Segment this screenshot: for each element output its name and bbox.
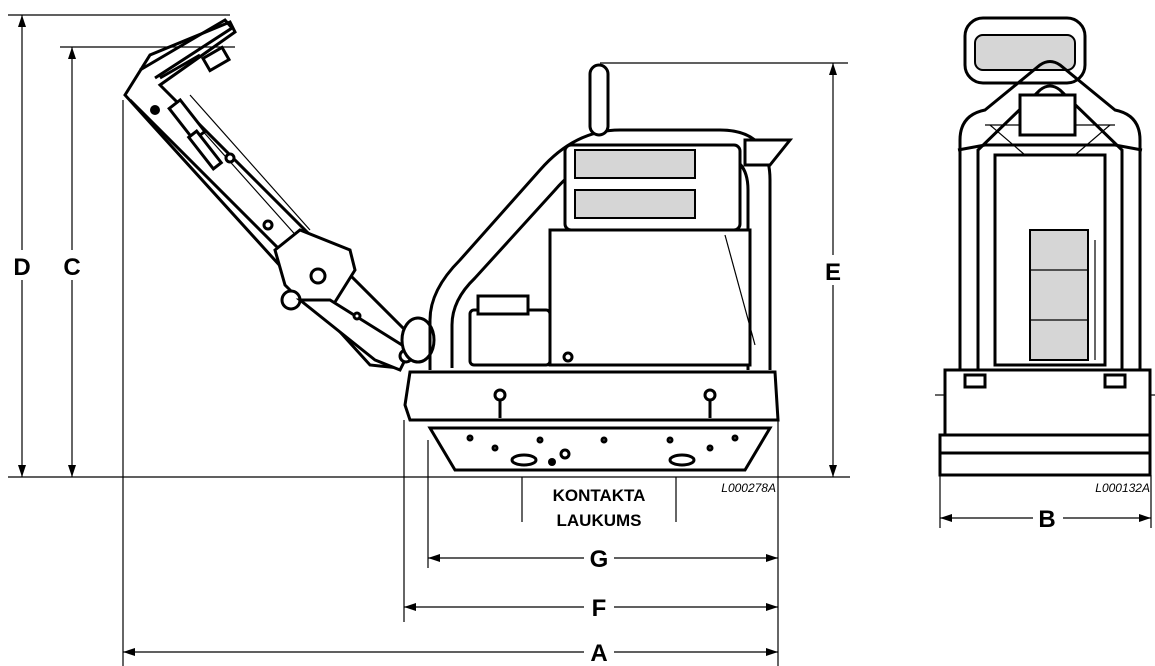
contact-area: KONTAKTA LAUKUMS bbox=[521, 477, 677, 530]
front-view: L000132A B bbox=[935, 16, 1155, 533]
side-view-code: L000278A bbox=[721, 481, 776, 495]
dimension-e: E bbox=[600, 62, 848, 477]
engine bbox=[468, 143, 756, 367]
label-e: E bbox=[825, 259, 841, 286]
contact-area-line1: KONTAKTA bbox=[553, 486, 646, 505]
label-f: F bbox=[592, 595, 607, 622]
contact-area-line2: LAUKUMS bbox=[557, 511, 642, 530]
dimension-f: F bbox=[404, 594, 778, 622]
dimension-g: G bbox=[428, 545, 778, 573]
label-a: A bbox=[590, 640, 607, 666]
side-view: D C E KONTAKTA LAUKUMS L000278A bbox=[8, 14, 850, 666]
base-body bbox=[403, 370, 780, 472]
dimension-a: A bbox=[123, 639, 778, 666]
dimension-b: B bbox=[939, 475, 1152, 533]
front-view-code: L000132A bbox=[1095, 481, 1150, 495]
label-g: G bbox=[590, 546, 609, 573]
label-d: D bbox=[13, 254, 30, 281]
dimension-d: D bbox=[8, 14, 230, 477]
label-b: B bbox=[1038, 506, 1055, 533]
dimension-c: C bbox=[60, 46, 235, 477]
handle-assembly bbox=[123, 18, 436, 372]
label-c: C bbox=[63, 254, 80, 281]
